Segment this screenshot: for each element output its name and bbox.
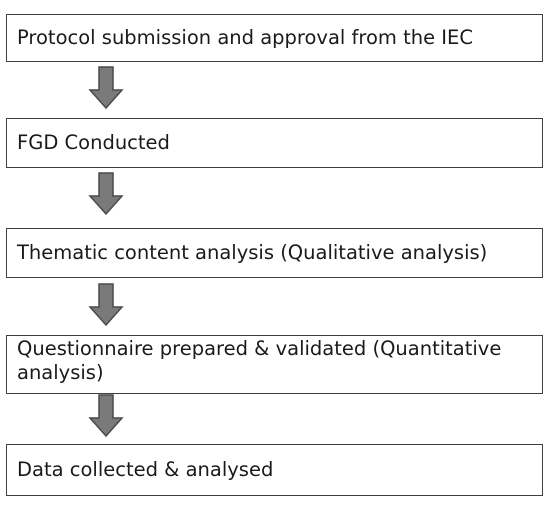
flow-step-label: FGD Conducted — [17, 131, 170, 154]
flow-step-fgd-conducted: FGD Conducted — [6, 118, 543, 168]
down-arrow-icon — [88, 394, 124, 438]
flow-step-label: Questionnaire prepared & validated (Quan… — [17, 337, 502, 384]
down-arrow-icon — [88, 66, 124, 110]
flow-step-thematic-analysis: Thematic content analysis (Qualitative a… — [6, 228, 543, 278]
flow-step-data-collected: Data collected & analysed — [6, 444, 543, 496]
flow-step-protocol-submission: Protocol submission and approval from th… — [6, 14, 543, 62]
flow-step-label: Data collected & analysed — [17, 458, 274, 481]
down-arrow-icon — [88, 283, 124, 327]
flow-step-questionnaire: Questionnaire prepared & validated (Quan… — [6, 335, 543, 394]
flow-step-label: Protocol submission and approval from th… — [17, 26, 473, 49]
flow-step-label: Thematic content analysis (Qualitative a… — [17, 241, 488, 264]
down-arrow-icon — [88, 172, 124, 216]
